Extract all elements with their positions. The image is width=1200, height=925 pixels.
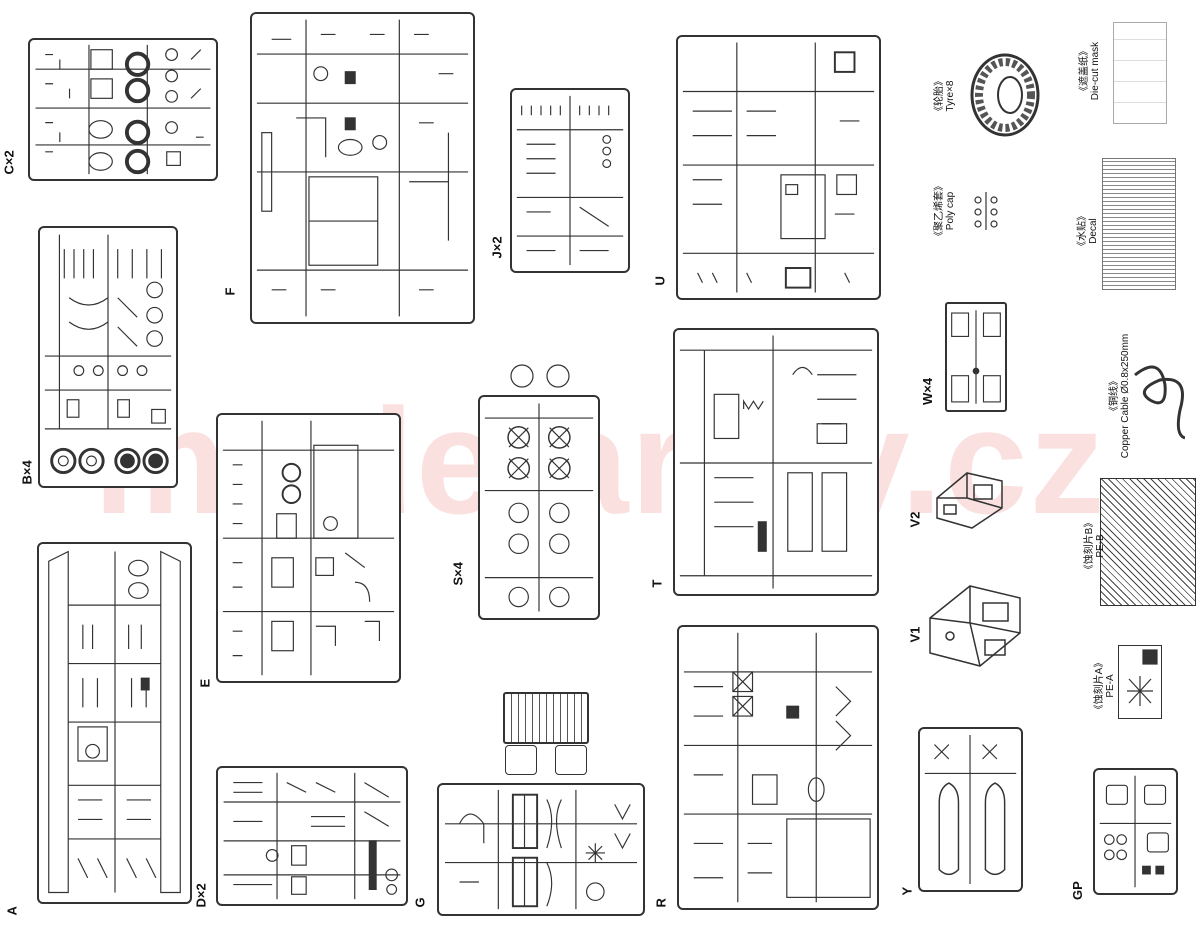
sprue-gp bbox=[1093, 768, 1178, 895]
label-tyre-en: Tyre×8 bbox=[945, 80, 956, 112]
label-sprue-c: C×2 bbox=[1, 150, 17, 175]
sprue-r bbox=[677, 625, 879, 910]
sprue-e-parts bbox=[222, 420, 395, 676]
sprue-d bbox=[216, 766, 408, 906]
label-sprue-e: E bbox=[197, 678, 213, 688]
label-sprue-d: D×2 bbox=[193, 883, 209, 908]
sprue-g-top-block bbox=[503, 692, 589, 744]
sprue-s-top-parts bbox=[505, 358, 575, 394]
sprue-t bbox=[673, 328, 879, 596]
label-mask-en: Die-cut mask bbox=[1090, 41, 1101, 101]
label-sprue-gp: GP bbox=[1070, 881, 1085, 900]
label-sprue-j: J×2 bbox=[489, 236, 505, 259]
mask-sheet bbox=[1113, 22, 1167, 124]
label-pe-a-cn: 《蚀刻片A》 bbox=[1094, 657, 1105, 715]
pe-a-sheet bbox=[1118, 645, 1162, 719]
sprue-a-parts bbox=[48, 550, 181, 894]
label-cable-cn: 《铜线》 bbox=[1109, 376, 1120, 416]
pe-b-sheet bbox=[1100, 478, 1196, 606]
label-sprue-r: R bbox=[653, 898, 669, 908]
label-v2: V2 bbox=[907, 511, 923, 528]
label-pe-a-en: PE-A bbox=[1105, 674, 1116, 698]
label-decal-en: Decal bbox=[1088, 218, 1099, 244]
sprue-d-parts bbox=[223, 772, 401, 900]
sprue-c bbox=[28, 38, 218, 181]
label-polycap: 《聚乙烯套》 Poly cap bbox=[934, 171, 956, 251]
label-pe-b: 《蚀刻片B》 PE-B bbox=[1084, 511, 1106, 581]
label-sprue-b: B×4 bbox=[19, 460, 35, 485]
label-sprue-y: Y bbox=[899, 886, 915, 896]
label-sprue-s: S×4 bbox=[450, 562, 466, 586]
part-v1 bbox=[925, 578, 1025, 670]
label-polycap-cn: 《聚乙烯套》 bbox=[934, 181, 945, 241]
sprue-s-parts bbox=[484, 403, 594, 612]
sprue-j bbox=[510, 88, 630, 273]
sprue-s bbox=[478, 395, 600, 620]
label-polycap-en: Poly cap bbox=[945, 191, 956, 231]
label-sprue-a: A bbox=[4, 906, 20, 916]
sprue-w-parts bbox=[951, 310, 1001, 404]
sprue-u-parts bbox=[682, 42, 875, 293]
sprue-f bbox=[250, 12, 475, 324]
sprue-a bbox=[37, 542, 192, 904]
label-sprue-f: F bbox=[222, 287, 238, 296]
label-pe-a: 《蚀刻片A》 PE-A bbox=[1094, 656, 1116, 716]
sprue-gp-parts bbox=[1099, 775, 1172, 888]
label-sprue-g: G bbox=[412, 897, 428, 908]
label-tyre: 《轮胎》 Tyre×8 bbox=[934, 56, 956, 136]
sprue-g bbox=[437, 783, 645, 916]
sprue-g-mid-block-left bbox=[505, 745, 537, 775]
label-v1: V1 bbox=[907, 626, 923, 643]
label-mask: 《遮盖纸》 Die-cut mask bbox=[1079, 31, 1101, 111]
sprue-j-parts bbox=[516, 95, 624, 266]
label-tyre-cn: 《轮胎》 bbox=[934, 76, 945, 116]
label-pe-b-cn: 《蚀刻片B》 bbox=[1084, 517, 1095, 575]
label-sprue-u: U bbox=[652, 276, 668, 286]
label-cable-en: Copper Cable Ø0.8x250mm bbox=[1120, 333, 1131, 459]
sprue-u bbox=[676, 35, 881, 300]
part-v2 bbox=[932, 463, 1007, 531]
label-pe-b-en: PE-B bbox=[1095, 534, 1106, 558]
tyre-image bbox=[965, 50, 1045, 140]
sprue-y bbox=[918, 727, 1023, 892]
sprue-g-parts bbox=[444, 789, 638, 910]
sprue-t-parts bbox=[679, 335, 873, 589]
sprue-g-mid-block-right bbox=[555, 745, 587, 775]
sprue-r-parts bbox=[683, 632, 873, 903]
label-sprue-w: W×4 bbox=[920, 377, 935, 405]
polycap-image bbox=[972, 190, 1000, 232]
label-sprue-t: T bbox=[649, 579, 665, 588]
label-decal-cn: 《水贴》 bbox=[1077, 211, 1088, 251]
label-cable: 《铜线》 Copper Cable Ø0.8x250mm bbox=[1109, 296, 1131, 496]
sprue-e bbox=[216, 413, 401, 683]
sprue-c-parts bbox=[35, 44, 211, 175]
sprue-b-parts bbox=[44, 234, 172, 475]
sprue-y-parts bbox=[924, 734, 1017, 885]
copper-cable bbox=[1125, 360, 1186, 440]
sprue-w bbox=[945, 302, 1007, 412]
sprue-b bbox=[38, 226, 178, 488]
decal-sheet bbox=[1102, 158, 1176, 290]
sprue-f-parts bbox=[256, 19, 469, 317]
label-decal: 《水贴》 Decal bbox=[1077, 201, 1099, 261]
label-mask-cn: 《遮盖纸》 bbox=[1079, 46, 1090, 96]
watermark-text: modelarmy.cz bbox=[0, 375, 1200, 548]
